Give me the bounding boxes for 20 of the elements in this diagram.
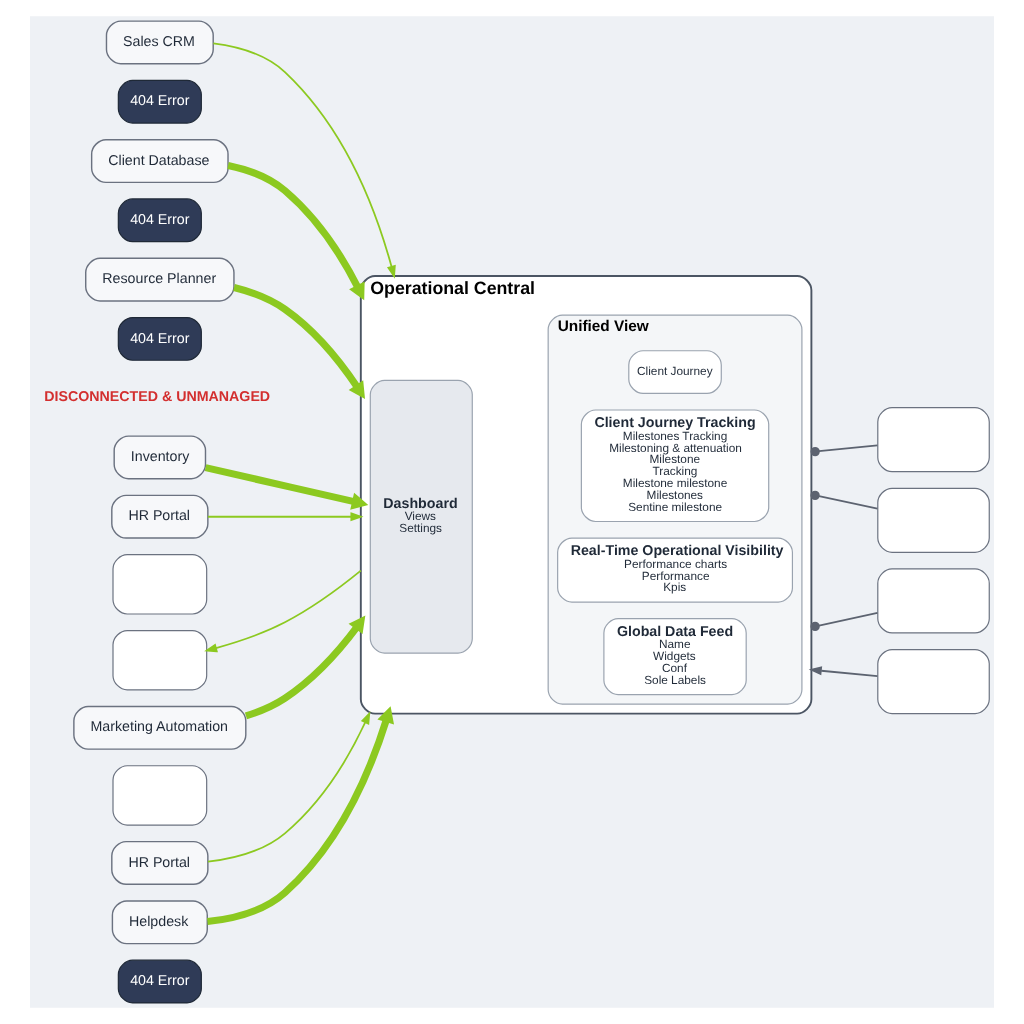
node-box — [877, 568, 990, 634]
node-box — [877, 648, 990, 715]
arrow — [204, 569, 362, 653]
node-box — [877, 487, 990, 553]
arrow — [244, 615, 366, 720]
node-box — [112, 554, 208, 615]
arrow — [207, 512, 364, 522]
arrow — [808, 666, 879, 678]
arrow — [207, 706, 394, 926]
node-box — [112, 629, 208, 691]
arrow — [207, 711, 371, 863]
arrow — [204, 464, 369, 510]
connector — [810, 444, 879, 457]
node-box — [112, 765, 208, 826]
arrow — [227, 161, 365, 301]
arrow — [212, 42, 396, 279]
node-box — [877, 407, 990, 473]
connector — [810, 490, 879, 510]
connector — [810, 612, 879, 632]
arrow — [233, 284, 365, 399]
